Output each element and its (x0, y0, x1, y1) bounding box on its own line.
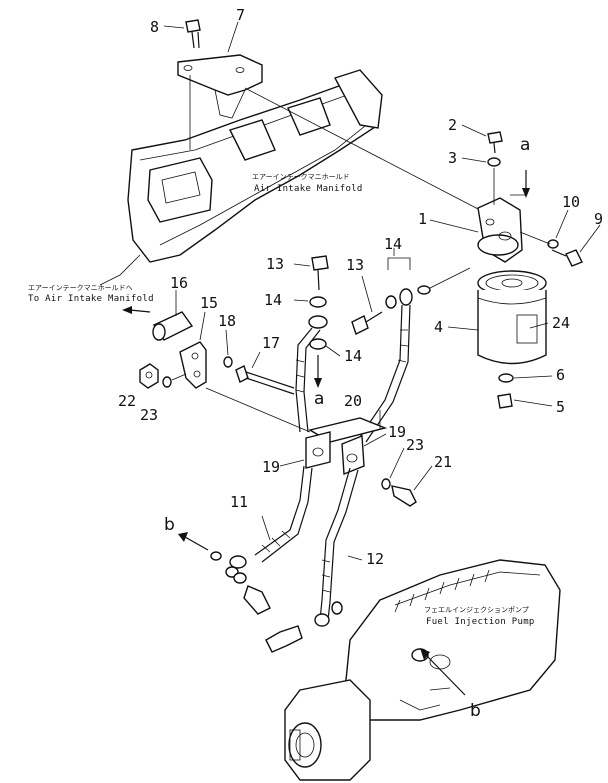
hose-upper-left (295, 315, 328, 433)
fuel-injection-pump (284, 559, 561, 781)
arrow-ref-a (314, 355, 322, 388)
washer-part-18 (223, 356, 233, 368)
leader-line (171, 373, 311, 433)
washer-part-23 (381, 478, 391, 490)
callout-2: 2 (448, 116, 457, 134)
bolt-part-8 (185, 19, 201, 49)
ref-b-left: b (164, 515, 175, 535)
callout-16: 16 (170, 274, 188, 292)
clamp-part-19 (305, 431, 331, 469)
clamp-part-19 (341, 434, 365, 476)
plug-part-5 (497, 393, 513, 409)
washer-part-14 (309, 338, 327, 350)
arrow-ref-b (420, 648, 466, 696)
bolt-part-9 (551, 249, 583, 267)
callout-14: 14 (384, 235, 402, 253)
callout-8: 8 (150, 18, 159, 36)
leader-line (429, 267, 471, 289)
callout-18: 18 (218, 312, 236, 330)
callout-9: 9 (594, 210, 603, 228)
callout-13: 13 (346, 256, 364, 274)
label-part-24 (516, 314, 538, 344)
arrow-ref-b (178, 532, 209, 551)
callout-20: 20 (344, 392, 362, 410)
bolt-part-2 (487, 131, 503, 154)
callout-22: 22 (118, 392, 136, 410)
hose-part-11 (210, 465, 313, 584)
callout-15: 15 (200, 294, 218, 312)
bolt-part-21 (391, 485, 417, 507)
arrow-ref-a (510, 170, 530, 198)
bolt-part-17 (235, 365, 295, 395)
pipe-part-16 (152, 311, 194, 341)
filter-head-part-1 (477, 197, 523, 263)
washer-part-14 (417, 285, 431, 295)
callout-17: 17 (262, 334, 280, 352)
callout-12: 12 (366, 550, 384, 568)
callout-24: 24 (552, 314, 570, 332)
banjo-bolt (243, 585, 271, 615)
leader-line (199, 311, 206, 341)
callout-leaders (163, 21, 601, 561)
washer-part-10 (547, 239, 559, 249)
pump-label-jp: フェエルインジェクションポンプ (424, 606, 529, 614)
bracket-part-15 (179, 341, 207, 389)
banjo-bolt (265, 625, 303, 653)
callout-1: 1 (418, 210, 427, 228)
ref-a-center: a (314, 389, 324, 409)
callout-14: 14 (344, 347, 362, 365)
bracket-part-20 (305, 417, 388, 476)
washer-part-14 (385, 295, 397, 309)
leader-line (244, 87, 481, 211)
hose-upper-right (357, 288, 413, 443)
callout-23: 23 (140, 406, 158, 424)
air-intake-manifold (99, 69, 383, 286)
to-manifold-label-jp: エアーインテークマニホールドへ (28, 284, 133, 292)
to-manifold-label-en: To Air Intake Manifold (28, 294, 154, 304)
arrow-to-manifold (122, 306, 151, 314)
pump-label-en: Fuel Injection Pump (426, 617, 535, 627)
filter-element-part-4 (477, 270, 547, 365)
bracket-part-7 (177, 54, 263, 119)
nut-part-22 (139, 363, 159, 389)
bolt-part-13 (351, 311, 383, 335)
ref-a-top: a (520, 135, 530, 155)
ref-b-bottom: b (470, 701, 481, 721)
manifold-label-en: Air Intake Manifold (254, 184, 363, 194)
callout-6: 6 (556, 366, 565, 384)
washer-part-3 (487, 157, 501, 167)
callout-19: 19 (262, 458, 280, 476)
washer-part-23 (162, 376, 172, 388)
leader-line (519, 231, 551, 245)
callout-10: 10 (562, 193, 580, 211)
manifold-label-jp: エアーインテークマニホールド (252, 173, 350, 181)
washer-part-6 (498, 373, 514, 383)
callout-7: 7 (236, 6, 245, 24)
callout-13: 13 (266, 255, 284, 273)
callout-11: 11 (230, 493, 248, 511)
callout-3: 3 (448, 149, 457, 167)
callout-5: 5 (556, 398, 565, 416)
callout-19: 19 (388, 423, 406, 441)
callout-14: 14 (264, 291, 282, 309)
callout-21: 21 (434, 453, 452, 471)
hose-part-12 (314, 467, 359, 627)
washer-part-14 (309, 296, 327, 308)
callout-4: 4 (434, 318, 443, 336)
bolt-part-13 (311, 255, 329, 291)
callout-23: 23 (406, 436, 424, 454)
